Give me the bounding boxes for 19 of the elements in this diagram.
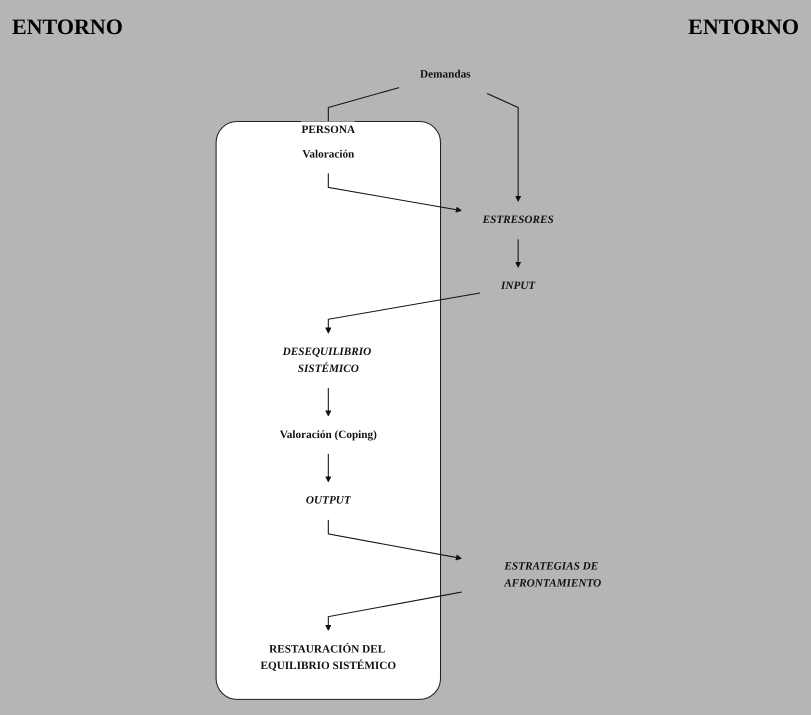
arrow (325, 292, 480, 334)
arrow (486, 93, 522, 202)
node-text: RESTAURACIÓN DEL EQUILIBRIO SISTÉMICO (260, 643, 396, 672)
arrow (325, 388, 332, 416)
node-text: Valoración (302, 148, 354, 160)
node-text: ESTRESORES (482, 214, 554, 226)
node-text: INPUT (501, 280, 536, 292)
region-label: ENTORNO (688, 14, 799, 40)
region-label: ENTORNO (12, 14, 123, 40)
node-text: ESTRATEGIAS DE AFRONTAMIENTO (504, 560, 602, 590)
arrow (328, 173, 462, 213)
node-text: DESEQUILIBRIO SISTÉMICO (282, 346, 372, 375)
node-text: OUTPUT (306, 494, 351, 507)
arrow (328, 520, 462, 560)
arrow (325, 592, 462, 631)
arrow (515, 239, 522, 268)
node-text: Valoración (Coping) (280, 428, 377, 441)
arrow (325, 454, 332, 482)
node-text: Demandas (420, 68, 471, 80)
